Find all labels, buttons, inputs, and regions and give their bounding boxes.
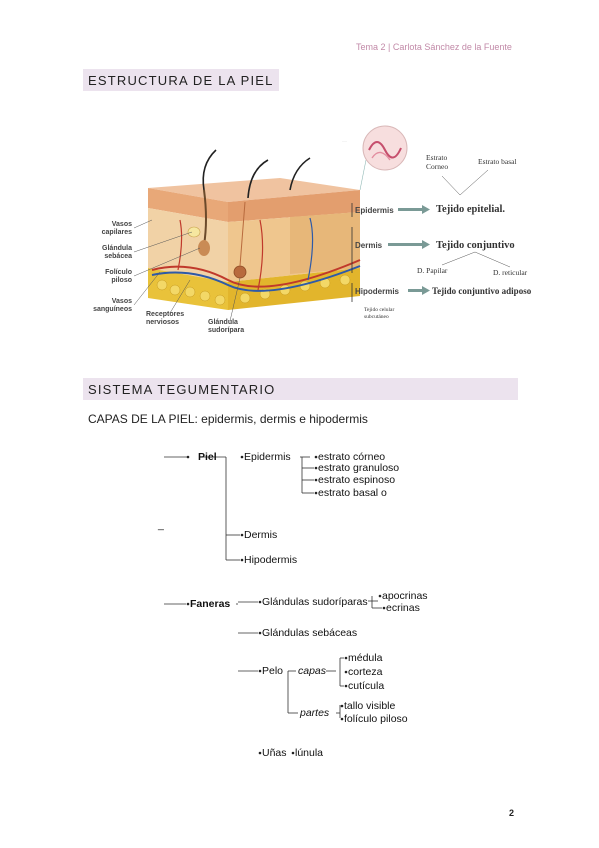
tree-node-capas: capas [298,665,327,677]
tree-node-dermis: Dermis [244,529,277,541]
layer-epidermis: Epidermis [355,206,394,215]
tree-node-hipodermis: Hipodermis [244,554,297,566]
tree-node-piel: Piel [198,451,217,463]
tree-bullets [186,455,386,755]
layer-dermis: Dermis [355,241,383,250]
section-subtitle: CAPAS DE LA PIEL: epidermis, dermis e hi… [88,412,368,426]
tree-node-estrato-espinoso: estrato espinoso [318,474,395,486]
tree-node-glandulas-sebaceas: Glándulas sebáceas [262,627,357,639]
page-number: 2 [509,808,515,818]
tree-node-medula: médula [348,652,383,664]
tree-node-pelo: Pelo [262,665,283,677]
section-title-estructura: ESTRUCTURA DE LA PIEL [83,69,279,91]
tree-node-estrato-corneo: estrato córneo [318,451,385,463]
svg-text:·····: ····· [342,139,347,143]
tree-node-lunula: lúnula [295,747,323,759]
tree-lines [164,456,382,718]
tree-node-faneras: Faneras [190,598,230,610]
tree-node-foliculo-piloso: folículo piloso [344,713,408,725]
tree-labels: Piel Epidermis estrato córneo estrato gr… [157,451,428,759]
tissue-adiposo: Tejido conjuntivo adiposo [432,286,532,296]
tree-node-apocrinas: apocrinas [382,590,428,602]
svg-text:D. reticular: D. reticular [493,268,528,277]
layer-arrows [388,205,430,295]
skin-block [148,149,361,310]
header-note: Tema 2 | Carlota Sánchez de la Fuente [356,42,512,52]
tree-node-cuticula: cutícula [348,680,384,692]
tree-node-partes: partes [299,707,330,719]
tree-node-tallo-visible: tallo visible [344,700,396,712]
svg-text:Estrato basal: Estrato basal [478,157,517,166]
layer-hipodermis: Hipodermis [355,287,400,296]
tree-node-estrato-granuloso: estrato granuloso [318,462,399,474]
skin-hierarchy-tree: Piel Epidermis estrato córneo estrato gr… [157,451,428,759]
tissue-epitelial: Tejido epitelial. [436,204,505,215]
cell-detail-zoom: ····· [342,125,408,191]
svg-text:D. Papilar: D. Papilar [417,266,448,275]
tree-node-unas: Uñas [262,747,287,759]
tree-node-glandulas-sudoriparas: Glándulas sudoríparas [262,596,368,608]
tree-dash: _ [157,519,164,531]
tree-node-corteza: corteza [348,666,383,678]
tissue-conjuntivo: Tejido conjuntivo [436,240,515,251]
tree-node-ecrinas: ecrinas [386,602,420,614]
tree-node-epidermis: Epidermis [244,451,291,463]
tree-node-estrato-basal: estrato basal o [318,487,387,499]
section-title-sistema: SISTEMA TEGUMENTARIO [83,378,518,400]
